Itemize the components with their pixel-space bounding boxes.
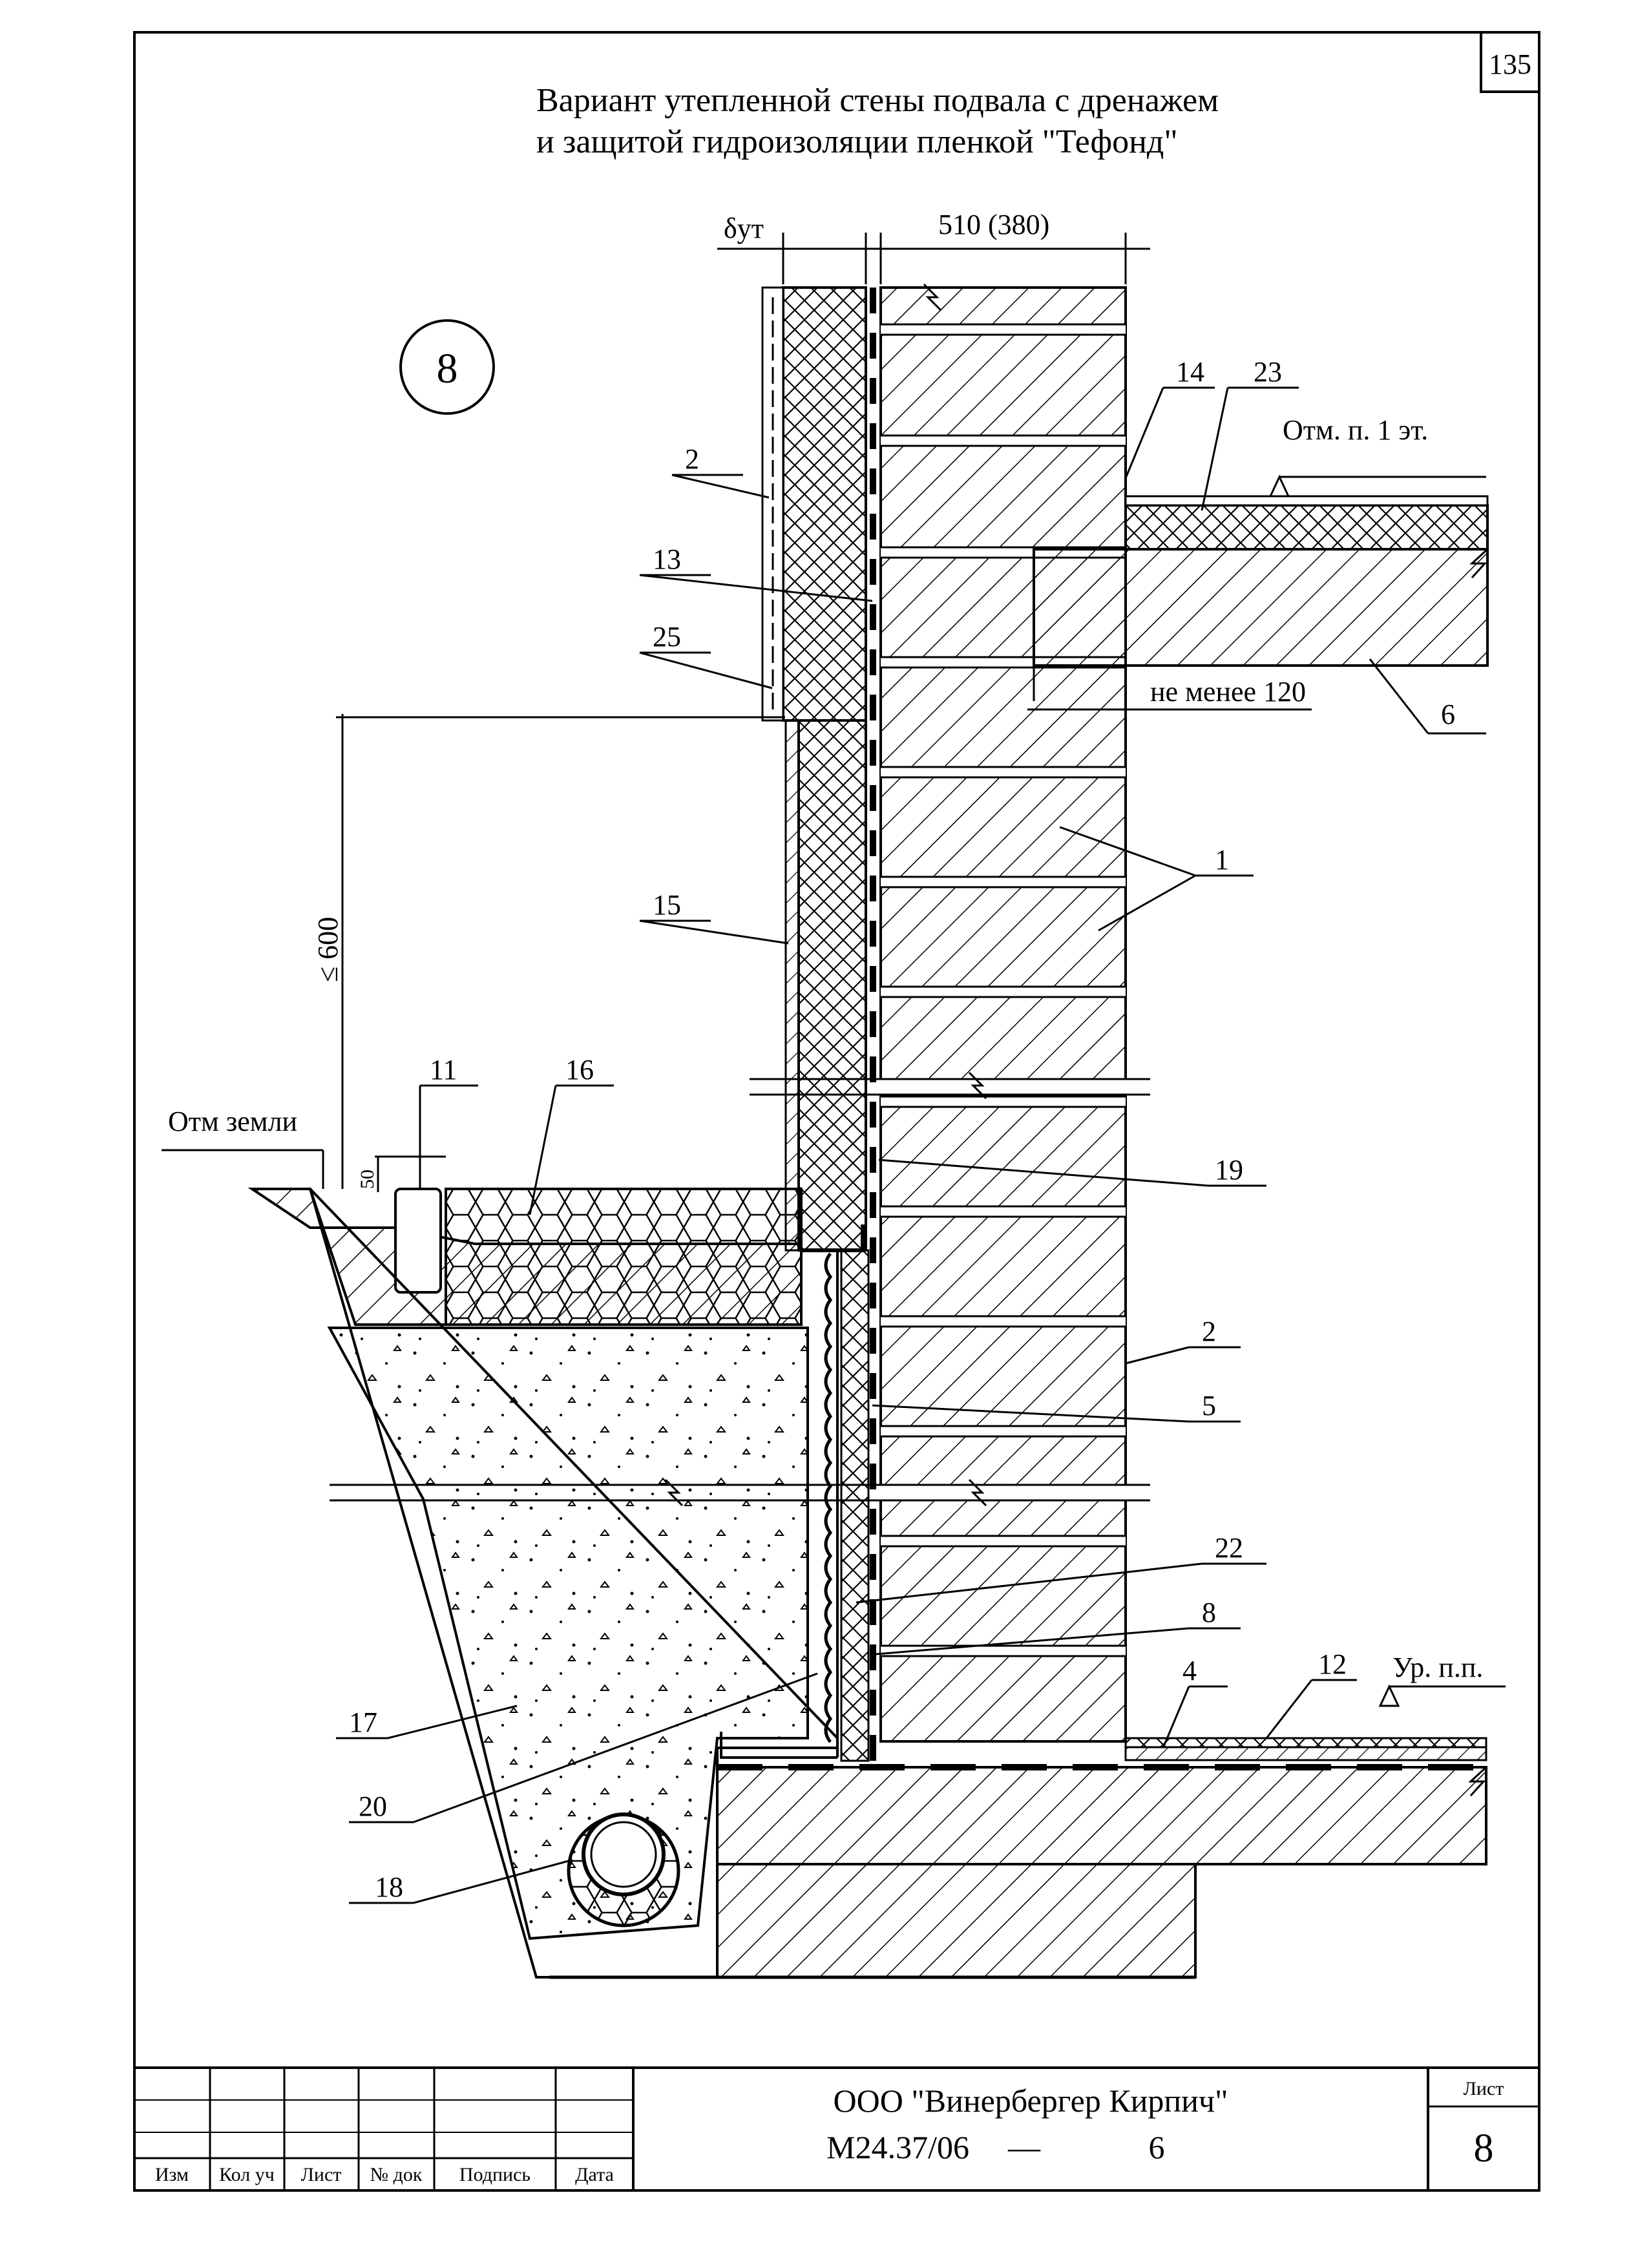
insulation-lower: [797, 719, 867, 1252]
detail-marker-circle: [399, 319, 495, 415]
stamp-header-date: Дата: [575, 2164, 614, 2185]
callout-2b: 2: [1202, 1316, 1216, 1347]
callout-19: 19: [1215, 1154, 1243, 1186]
callout-6: 6: [1441, 698, 1455, 730]
basement-floor-12: [1124, 1737, 1487, 1748]
callout-11: 11: [430, 1054, 457, 1086]
title-block: Изм Кол уч Лист № док Подпись Дата ООО "…: [134, 2066, 1539, 2190]
insulation-upper: [782, 286, 867, 722]
insulation-below-ground: [840, 1249, 870, 1762]
tefond-membrane: [824, 1252, 833, 1743]
stamp-company: ООО "Винербергер Кирпич": [834, 2083, 1228, 2119]
foundation-slab: [716, 1766, 1487, 1865]
sand-backfill-17: [327, 1327, 809, 1940]
stamp-header-doc: № док: [370, 2164, 423, 2185]
crushed-stone-16: [445, 1188, 803, 1326]
callout-1: 1: [1215, 844, 1229, 876]
callout-17: 17: [349, 1706, 377, 1738]
title-line-2: и защитой гидроизоляции пленкой "Тефонд": [536, 123, 1178, 160]
callout-20: 20: [359, 1790, 387, 1822]
callout-4: 4: [1182, 1655, 1197, 1686]
brick-wall: [879, 286, 1127, 1743]
drain-pipe-18: [582, 1812, 666, 1896]
drain-tray-11: [394, 1188, 442, 1294]
callout-18: 18: [375, 1871, 403, 1903]
level-ground-marker: Отм земли: [162, 1106, 324, 1189]
dim-wall-label: 510 (380): [938, 209, 1049, 240]
level-floor1-marker: Отм. п. 1 эт.: [1268, 414, 1486, 498]
callout-leaders: [336, 386, 1486, 1904]
svg-text:Отм. п. 1 эт.: Отм. п. 1 эт.: [1283, 414, 1428, 446]
callout-13: 13: [653, 543, 681, 575]
stamp-header-list: Лист: [301, 2164, 342, 2185]
foundation-block: [716, 1863, 1197, 1979]
sheet-frame: [133, 31, 1540, 2192]
callout-15: 15: [653, 889, 681, 921]
callout-numbers: 2 13 25 15 14 23 6 1 19 2 5 22 8 4 12 11…: [349, 356, 1455, 1903]
basement-screed-4: [1124, 1746, 1487, 1761]
stamp-list-label: Лист: [1464, 2078, 1504, 2099]
svg-text:Ур. п.п.: Ур. п.п.: [1392, 1652, 1483, 1683]
callout-8: 8: [1202, 1597, 1216, 1628]
callout-16: 16: [565, 1054, 594, 1086]
stamp-header-sign: Подпись: [459, 2164, 530, 2185]
callout-2a: 2: [685, 443, 699, 475]
dim-insulation-label: δут: [724, 213, 764, 244]
callout-22: 22: [1215, 1532, 1243, 1564]
stamp-header-kol: Кол уч: [219, 2164, 275, 2185]
title-line-1: Вариант утепленной стены подвала с дрена…: [536, 82, 1219, 119]
page-number-box: [1480, 31, 1540, 93]
detail-marker-number: 8: [437, 345, 458, 392]
stamp-dash: —: [1007, 2129, 1041, 2165]
min-support-label: не менее 120: [1150, 676, 1306, 708]
callout-5: 5: [1202, 1390, 1216, 1422]
callout-25: 25: [653, 621, 681, 653]
floor-finish-14: [1124, 495, 1489, 507]
stamp-sheet-suffix: 6: [1149, 2129, 1165, 2165]
dim-height-label: ≤ 600: [312, 917, 344, 982]
floor-insulation-23: [1124, 504, 1489, 551]
svg-text:Отм земли: Отм земли: [168, 1106, 297, 1137]
callout-12: 12: [1318, 1648, 1347, 1680]
stamp-header-izm: Изм: [155, 2164, 189, 2185]
protective-layer-15: [784, 719, 800, 1252]
page-number: 135: [1489, 48, 1531, 80]
dim-50-label: 50: [357, 1170, 378, 1189]
stamp-code: М24.37/06: [826, 2129, 969, 2165]
level-floor-marker: Ур. п.п.: [1378, 1652, 1506, 1707]
callout-23: 23: [1254, 356, 1282, 388]
callout-14: 14: [1176, 356, 1204, 388]
stamp-list-value: 8: [1474, 2126, 1494, 2170]
floor-slab: [1124, 548, 1489, 667]
